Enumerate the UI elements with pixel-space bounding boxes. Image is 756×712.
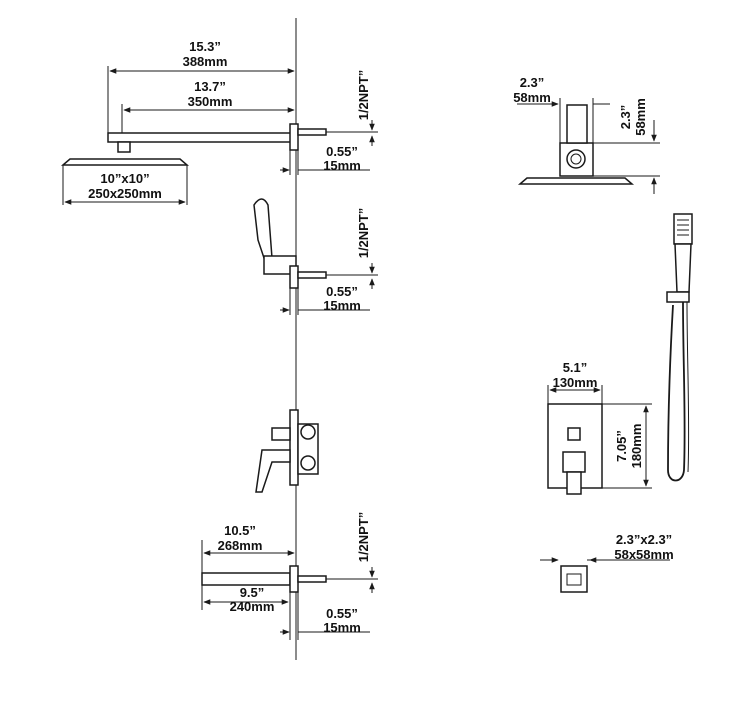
label-flange-w-mm: 58mm xyxy=(513,90,551,105)
valve-handle xyxy=(255,449,291,493)
label-offset-1-in: 0.55” xyxy=(326,144,358,159)
label-arm-total-in: 15.3” xyxy=(189,39,221,54)
label-npt-2: 1/2NPT” xyxy=(356,208,371,259)
label-spout-total-in: 10.5” xyxy=(224,523,256,538)
label-spout-inner-mm: 240mm xyxy=(230,599,275,614)
label-flange-h-mm: 58mm xyxy=(633,98,648,136)
wall-flange-top xyxy=(289,123,299,151)
label-npt-1: 1/2NPT” xyxy=(356,70,371,121)
wall-flange-mid xyxy=(289,265,299,289)
label-flange-w-in: 2.3” xyxy=(520,75,545,90)
label-head-in: 10”x10” xyxy=(100,171,149,186)
label-arm-total-mm: 388mm xyxy=(183,54,228,69)
label-offset-2-in: 0.55” xyxy=(326,284,358,299)
tub-spout xyxy=(201,572,291,586)
arm-flange-front-view: 2.3” 58mm 2.3” 58mm xyxy=(513,75,660,194)
hand-shower-holder-group: 1/2NPT” 0.55” 15mm xyxy=(253,198,378,315)
hand-shower-front-view xyxy=(666,213,693,482)
label-offset-2-mm: 15mm xyxy=(323,298,361,313)
label-plate-w-in: 5.1” xyxy=(563,360,588,375)
label-spout-inner-in: 9.5” xyxy=(240,585,265,600)
label-spout-total-mm: 268mm xyxy=(218,538,263,553)
rain-head-front xyxy=(517,177,635,185)
arm-connector xyxy=(117,141,131,153)
valve-plate-front-view: 5.1” 130mm 7.05” 180mm xyxy=(547,360,652,495)
label-offset-1-mm: 15mm xyxy=(323,158,361,173)
mixing-valve-group xyxy=(255,409,319,493)
holder-bracket xyxy=(263,255,297,275)
shower-hose xyxy=(667,301,686,482)
spout-outlet xyxy=(560,565,588,593)
label-head-mm: 250x250mm xyxy=(88,186,162,201)
shower-arm xyxy=(107,132,297,143)
wall-flange-bottom xyxy=(289,565,299,593)
tub-spout-group: 10.5” 268mm 1/2NPT” 9.5” 240mm 0.55” 15m… xyxy=(201,512,378,640)
valve-trim-plate-side xyxy=(289,409,299,486)
spout-outlet-front-view: 2.3”x2.3” 58x58mm xyxy=(540,532,674,593)
diverter-square xyxy=(567,427,581,441)
label-plate-w-mm: 130mm xyxy=(553,375,598,390)
handle-front xyxy=(562,451,586,473)
label-flange-h-in: 2.3” xyxy=(618,105,633,130)
label-outlet-mm: 58x58mm xyxy=(614,547,673,562)
label-arm-inner-in: 13.7” xyxy=(194,79,226,94)
hand-shower-side xyxy=(253,198,273,259)
label-plate-h-in: 7.05” xyxy=(614,430,629,462)
hand-shower-head xyxy=(673,213,693,245)
shower-arm-group: 15.3” 388mm 13.7” 350mm 1/2NPT” 0.55” 15… xyxy=(60,39,378,205)
label-offset-3-in: 0.55” xyxy=(326,606,358,621)
arm-stub-top xyxy=(297,128,327,136)
diverter-knob xyxy=(271,427,291,441)
label-plate-h-mm: 180mm xyxy=(629,424,644,469)
label-npt-3: 1/2NPT” xyxy=(356,512,371,563)
label-outlet-in: 2.3”x2.3” xyxy=(616,532,672,547)
hand-shower-holder xyxy=(666,291,690,303)
label-arm-inner-mm: 350mm xyxy=(188,94,233,109)
rain-shower-head xyxy=(60,158,190,166)
hand-shower-handle xyxy=(674,243,692,293)
valve-cartridge xyxy=(300,424,316,440)
label-offset-3-mm: 15mm xyxy=(323,620,361,635)
